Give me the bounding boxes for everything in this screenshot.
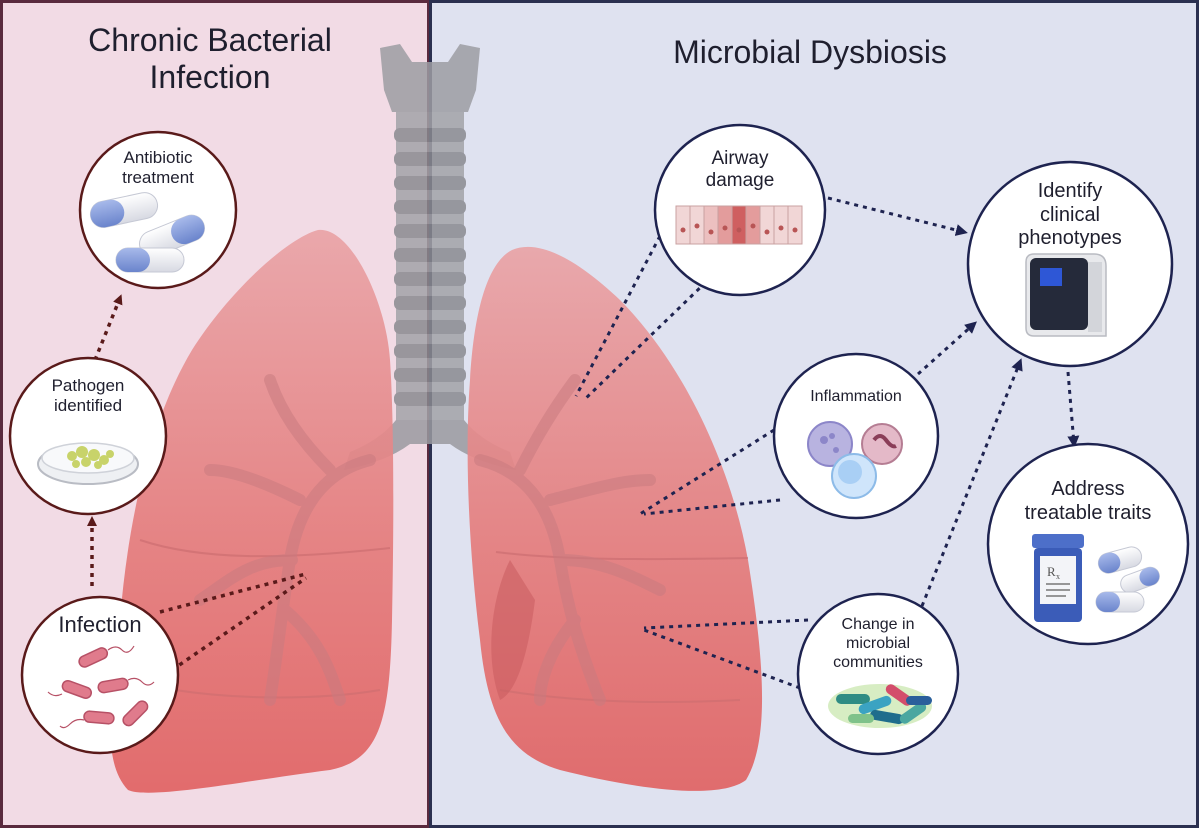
flagella-icon — [47, 645, 155, 729]
left-title-line1: Chronic Bacterial — [88, 22, 332, 58]
airway-label: Airway damage — [680, 148, 800, 193]
phenotypes-line2: clinical — [1039, 203, 1101, 226]
treatable-traits-node — [986, 442, 1190, 646]
antibiotic-treatment-node — [78, 130, 238, 290]
pathogen-line1: Pathogen — [51, 376, 125, 395]
traits-line2: treatable traits — [1024, 501, 1152, 524]
traits-label: Address treatable traits — [998, 478, 1178, 525]
inflammation-line1: Inflammation — [810, 388, 902, 405]
airway-line2: damage — [705, 170, 775, 192]
left-panel-title: Chronic Bacterial Infection — [30, 22, 390, 96]
left-connectors — [87, 294, 307, 672]
rx-sub-label: x — [1056, 572, 1060, 581]
epithelium-cells-icon — [675, 205, 803, 245]
traits-line1: Address — [1051, 478, 1125, 500]
antibiotic-label: Antibiotic treatment — [98, 148, 218, 188]
right-connectors — [574, 196, 1080, 690]
microbial-line1: Change in — [841, 616, 915, 633]
infection-line1: Infection — [58, 612, 142, 637]
bacterial-community-icon — [828, 684, 932, 728]
inflammation-label: Inflammation — [786, 388, 926, 407]
antibiotic-line1: Antibiotic — [123, 148, 193, 167]
left-lung — [110, 229, 394, 793]
inflammation-node — [772, 352, 940, 520]
right-title-text: Microbial Dysbiosis — [673, 34, 947, 70]
rx-bottle-capsules-icon: R x — [1032, 534, 1160, 622]
airway-line1: Airway — [711, 148, 769, 169]
right-lung — [467, 246, 763, 791]
pathogen-line2: identified — [53, 396, 123, 416]
pathogen-label: Pathogen identified — [28, 376, 148, 416]
right-panel-title: Microbial Dysbiosis — [600, 34, 1020, 71]
phenotypes-line3: phenotypes — [1018, 227, 1122, 250]
left-title-line2: Infection — [149, 58, 271, 95]
rod-bacteria-icon — [61, 647, 149, 727]
sequencer-icon — [1025, 253, 1107, 337]
microbial-label: Change in microbial communities — [808, 616, 948, 673]
antibiotic-line2: treatment — [122, 168, 194, 188]
infection-label: Infection — [40, 612, 160, 638]
rx-label: R — [1047, 564, 1056, 579]
microbial-line3: communities — [833, 653, 923, 671]
petri-dish-icon — [37, 442, 139, 485]
microbial-line2: microbial — [845, 634, 910, 652]
capsules-icon — [89, 192, 205, 273]
phenotypes-line1: Identify — [1037, 180, 1103, 202]
immune-cells-icon — [807, 421, 903, 499]
phenotypes-label: Identify clinical phenotypes — [1000, 180, 1140, 251]
